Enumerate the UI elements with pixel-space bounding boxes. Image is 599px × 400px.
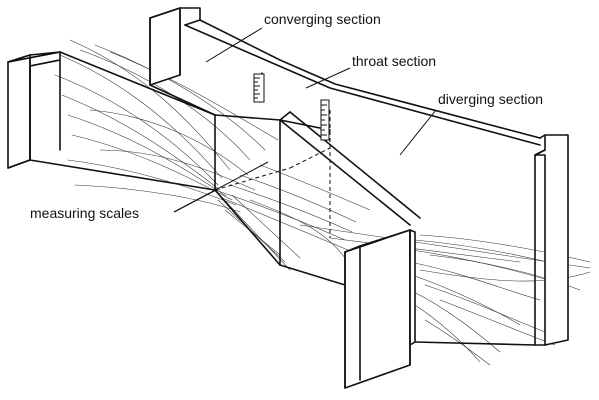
leader-diverging (399, 109, 437, 156)
rear-converging-wall (149, 7, 541, 146)
labels: converging section throat section diverg… (30, 11, 543, 221)
leader-throat (305, 67, 351, 89)
label-diverging-section: diverging section (438, 91, 543, 107)
leader-measuring-2 (173, 161, 269, 213)
measuring-scale-converging (253, 73, 265, 103)
measure-point-dot (214, 188, 218, 192)
hidden-edges (214, 110, 331, 238)
label-converging-section: converging section (264, 11, 381, 27)
label-throat-section: throat section (352, 53, 436, 69)
leader-converging (205, 27, 263, 63)
label-measuring-scales: measuring scales (30, 205, 139, 221)
throat-walls (214, 72, 421, 286)
measuring-scale-throat (320, 99, 330, 141)
left-entrance-wall (7, 51, 216, 191)
flow-lines (54, 39, 591, 366)
right-exit-wall (344, 134, 569, 389)
leader-lines (173, 27, 437, 213)
